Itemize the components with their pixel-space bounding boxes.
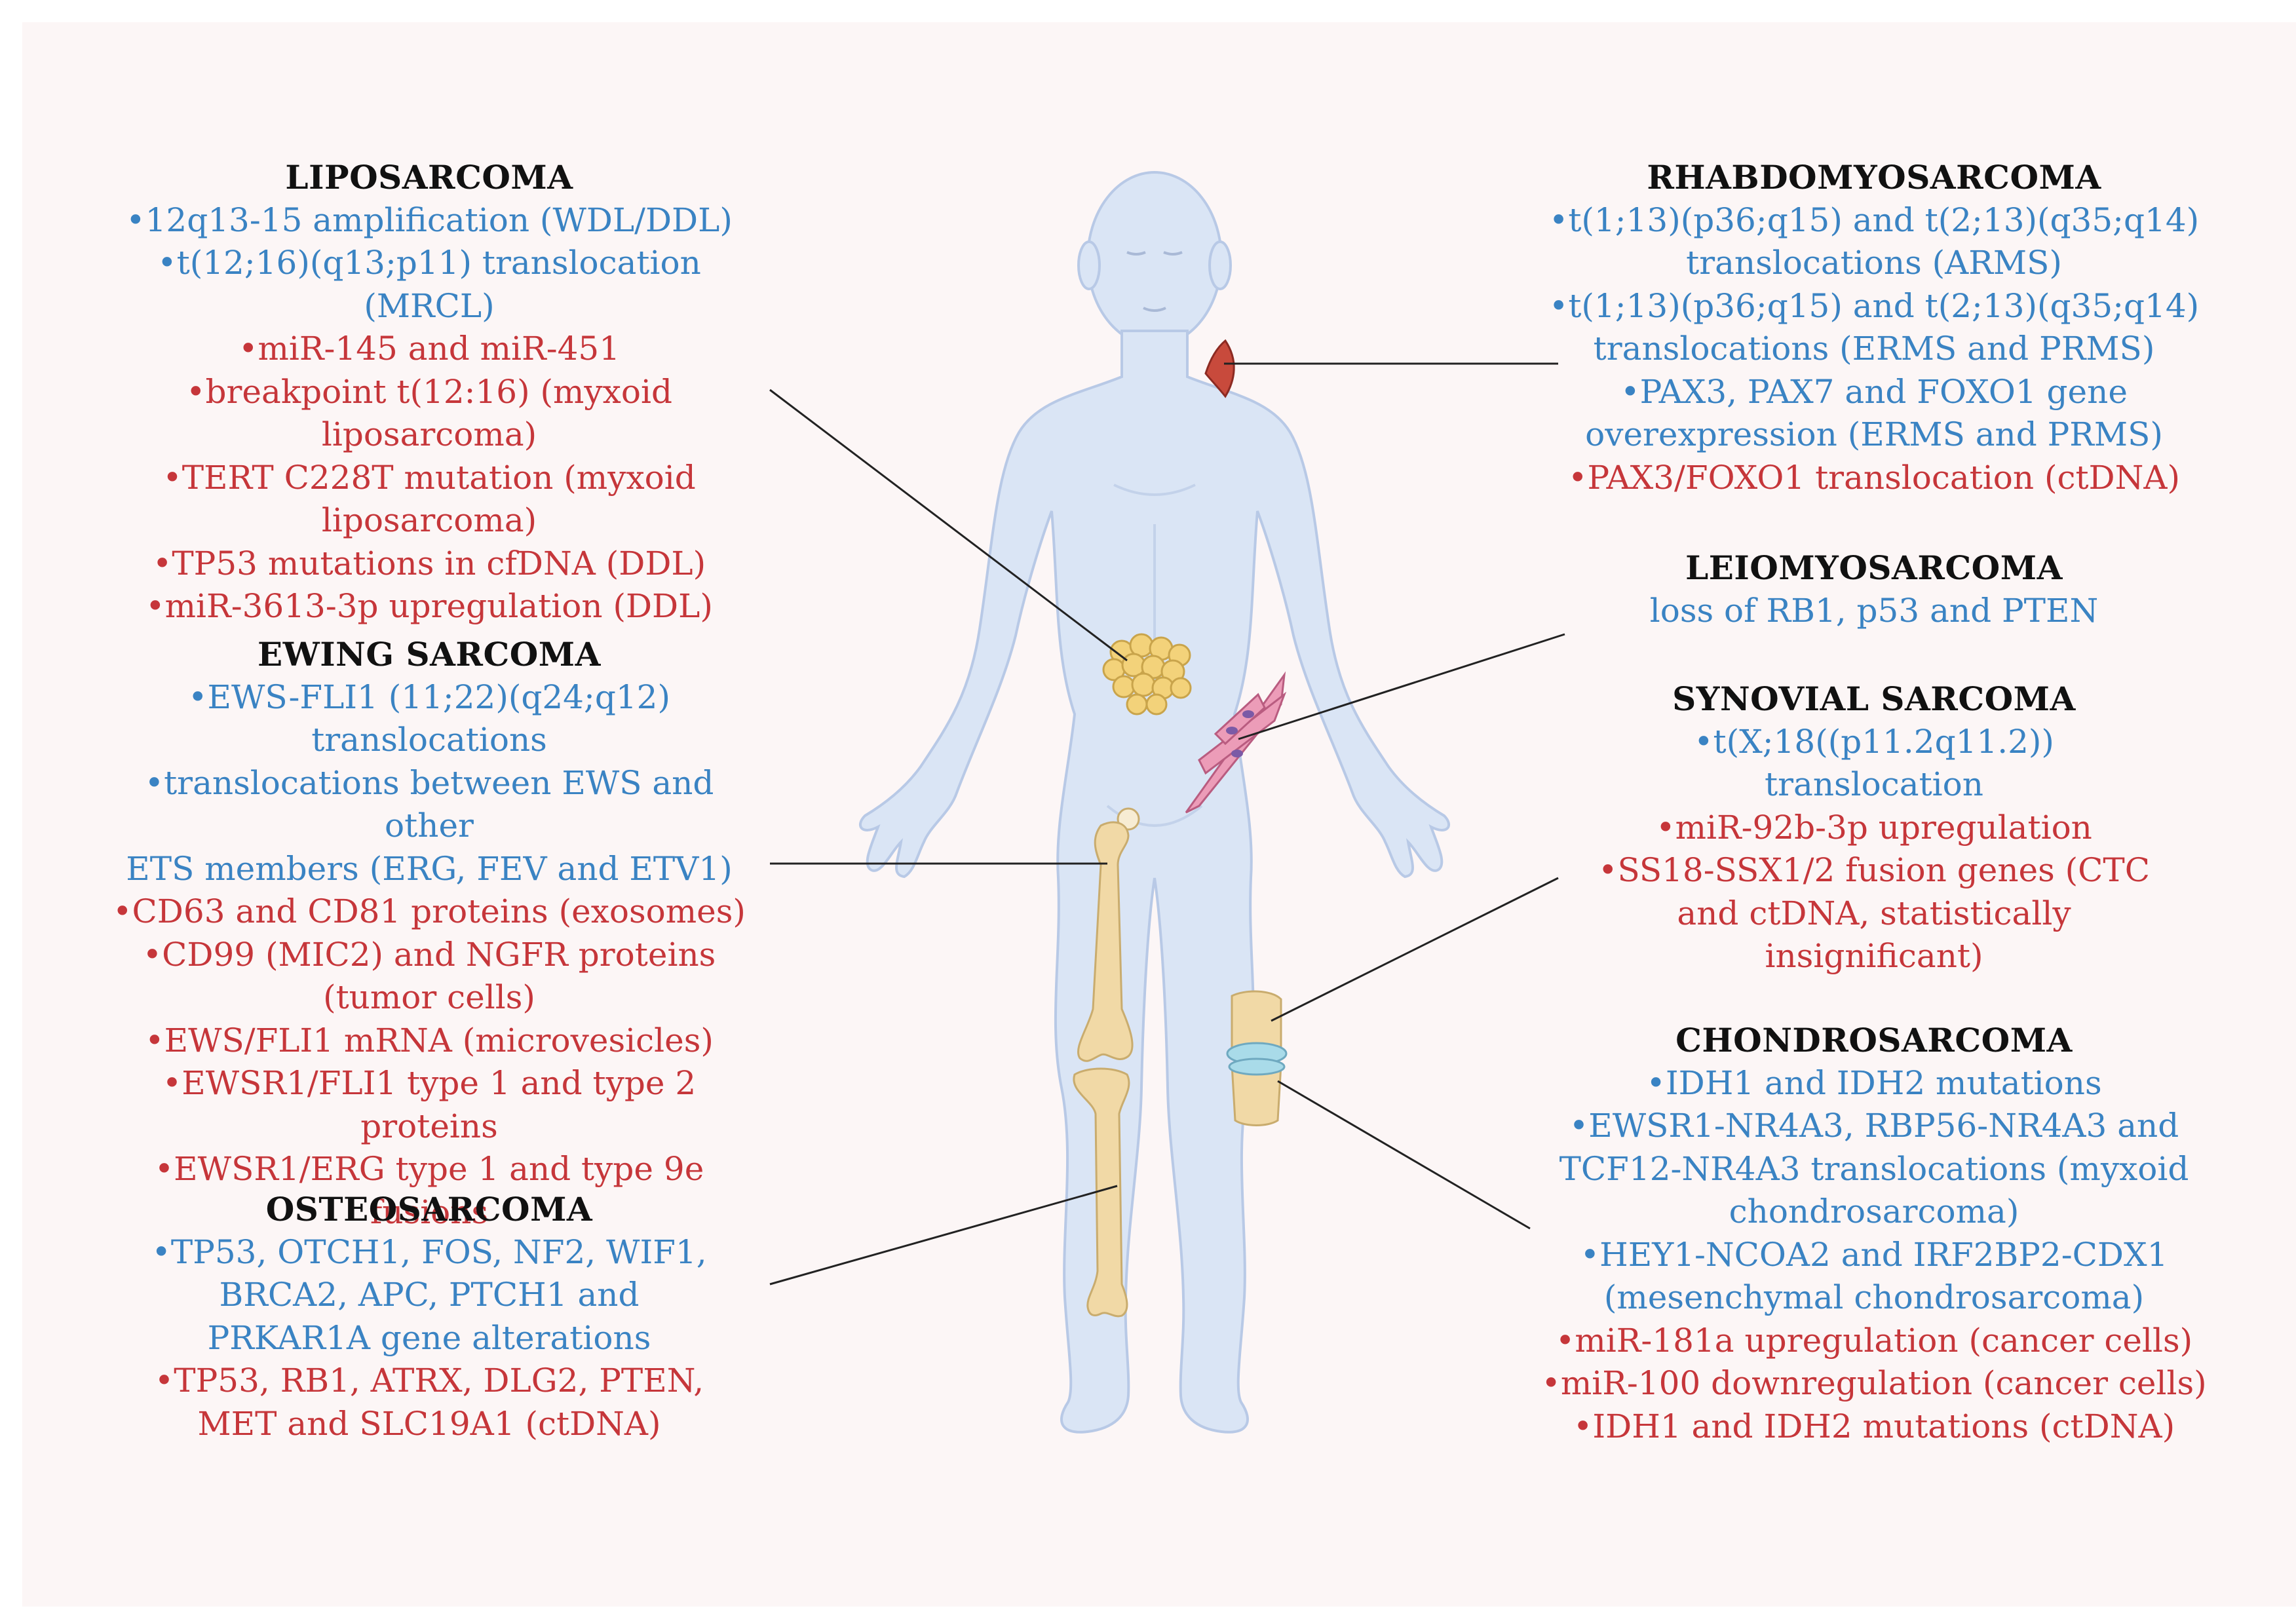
smooth-muscle-cells	[1185, 671, 1287, 814]
rhabdomyosarcoma-section: RHABDOMYOSARCOMA•t(1;13)(p36;q15) and t(…	[1527, 156, 2221, 499]
leader-lines	[769, 362, 1565, 1286]
rhabdomyosarcoma-marker-item: •t(1;13)(p36;q15) and t(2;13)(q35;q14) t…	[1548, 286, 2200, 368]
leiomyosarcoma-section: LEIOMYOSARCOMA loss of RB1, p53 and PTEN	[1527, 546, 2221, 632]
chondrosarcoma-marker-item: •miR-181a upregulation (cancer cells)	[1555, 1321, 2193, 1360]
ewing-marker-item: •CD63 and CD81 proteins (exosomes)	[113, 892, 746, 930]
ewing-title: EWING SARCOMA	[258, 635, 601, 674]
rhabdomyosarcoma-marker-item: •t(1;13)(p36;q15) and t(2;13)(q35;q14) t…	[1548, 200, 2200, 282]
chondrosarcoma-marker-item: •miR-100 downregulation (cancer cells)	[1541, 1364, 2207, 1402]
liposarcoma-marker-item: •breakpoint t(12:16) (myxoid liposarcoma…	[186, 372, 672, 454]
ewing-marker-item: •EWSR1/FLI1 type 1 and type 2 proteins	[162, 1064, 697, 1145]
leiomyosarcoma-title: LEIOMYOSARCOMA	[1685, 548, 2063, 587]
osteosarcoma-marker-item: •TP53, OTCH1, FOS, NF2, WIF1, BRCA2, APC…	[151, 1232, 707, 1357]
ewing-marker-item: •EWSR1/ERG type 1 and type 9e fusions	[154, 1150, 704, 1231]
chondrosarcoma-title: CHONDROSARCOMA	[1675, 1021, 2073, 1059]
rhabdomyosarcoma-marker-item: •PAX3/FOXO1 translocation (ctDNA)	[1567, 458, 2181, 497]
leader-osteosarcoma	[769, 1185, 1118, 1286]
liposarcoma-marker-item: •TERT C228T mutation (myxoid liposarcoma…	[163, 458, 696, 540]
chondrosarcoma-section: CHONDROSARCOMA •IDH1 and IDH2 mutations •E…	[1527, 1019, 2221, 1448]
ewing-marker-item: •EWS/FLI1 mRNA (microvesicles)	[145, 1021, 714, 1059]
leader-leiomyosarcoma	[1238, 633, 1565, 740]
leader-liposarcoma	[769, 389, 1128, 662]
liposarcoma-section: LIPOSARCOMA•12q13-15 amplification (WDL/…	[98, 156, 760, 628]
synovial-sarcoma-section: SYNOVIAL SARCOMA •t(X;18((p11.2q11.2)) tr…	[1527, 677, 2221, 978]
osteosarcoma-title: OSTEOSARCOMA	[265, 1190, 593, 1229]
ewing-marker-item: •translocations between EWS and other ET…	[126, 763, 733, 888]
osteosarcoma-section: OSTEOSARCOMA•TP53, OTCH1, FOS, NF2, WIF1…	[131, 1188, 727, 1445]
liposarcoma-marker-item: •miR-3613-3p upregulation (DDL)	[145, 587, 713, 625]
human-body-outline	[858, 171, 1451, 1434]
leader-synovial	[1271, 877, 1559, 1022]
leiomyosarcoma-marker-item: loss of RB1, p53 and PTEN	[1649, 591, 2099, 630]
skeletal-muscle-neck	[1204, 339, 1235, 398]
femur-bone	[1077, 807, 1140, 1062]
leader-chondrosarcoma	[1277, 1080, 1531, 1230]
synovial-marker-item: •t(X;18((p11.2q11.2)) translocation	[1694, 722, 2054, 804]
liposarcoma-marker-item: •12q13-15 amplification (WDL/DDL)	[126, 200, 733, 239]
ewing-marker-item: •EWS-FLI1 (11;22)(q24;q12) translocation…	[188, 677, 670, 759]
liposarcoma-marker-item: •miR-145 and miR-451	[238, 330, 621, 368]
chondrosarcoma-marker-item: •IDH1 and IDH2 mutations	[1646, 1063, 2102, 1102]
synovial-marker-item: •miR-92b-3p upregulation	[1656, 808, 2092, 847]
ewing-sarcoma-section: EWING SARCOMA•EWS-FLI1 (11;22)(q24;q12) …	[98, 633, 760, 1234]
rhabdomyosarcoma-marker-item: •PAX3, PAX7 and FOXO1 gene overexpressio…	[1585, 372, 2163, 454]
knee-joint	[1226, 990, 1288, 1126]
synovial-title: SYNOVIAL SARCOMA	[1672, 679, 2076, 718]
chondrosarcoma-marker-item: •EWSR1-NR4A3, RBP56-NR4A3 and TCF12-NR4A…	[1559, 1107, 2189, 1230]
rhabdomyosarcoma-title: RHABDOMYOSARCOMA	[1647, 158, 2101, 197]
synovial-marker-item: •SS18-SSX1/2 fusion genes (CTC and ctDNA…	[1598, 851, 2151, 975]
tibia-bone	[1073, 1067, 1130, 1318]
ewing-marker-item: •CD99 (MIC2) and NGFR proteins (tumor ce…	[142, 935, 716, 1017]
chondrosarcoma-marker-item: •IDH1 and IDH2 mutations (ctDNA)	[1573, 1407, 2175, 1445]
liposarcoma-marker-item: •t(12;16)(q13;p11) translocation (MRCL)	[157, 244, 701, 325]
liposarcoma-marker-item: •TP53 mutations in cfDNA (DDL)	[152, 544, 706, 582]
chondrosarcoma-marker-item: •HEY1-NCOA2 and IRF2BP2-CDX1 (mesenchyma…	[1580, 1235, 2168, 1317]
osteosarcoma-marker-item: •TP53, RB1, ATRX, DLG2, PTEN, MET and SL…	[154, 1362, 704, 1443]
adipose-tissue	[1102, 633, 1192, 715]
liposarcoma-title: LIPOSARCOMA	[285, 158, 573, 197]
